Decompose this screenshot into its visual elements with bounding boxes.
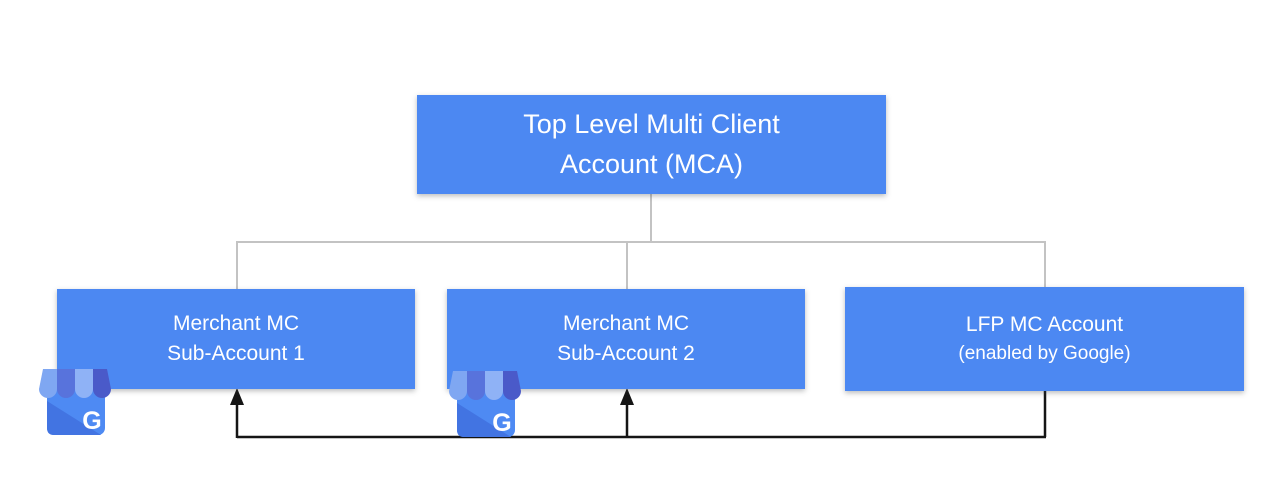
tree-connectors — [236, 194, 1046, 289]
node-label-line: Account (MCA) — [559, 148, 744, 179]
arrowhead-to-sub1 — [230, 388, 244, 405]
google-business-icon: G — [449, 371, 521, 437]
flow-arrows — [230, 388, 1047, 439]
google-g-letter: G — [82, 407, 101, 435]
google-business-icon: G — [39, 369, 111, 435]
node-label-line: (enabled by Google) — [958, 343, 1131, 365]
google-g-letter: G — [492, 409, 511, 437]
node-merchant-sub-account-1: Merchant MC Sub-Account 1 — [57, 289, 415, 389]
node-label-line: Sub-Account 1 — [167, 342, 305, 365]
arrowhead-to-sub2 — [620, 388, 634, 405]
node-label-line: Top Level Multi Client — [523, 109, 780, 140]
node-top-level-mca: Top Level Multi Client Account (MCA) — [417, 95, 886, 194]
node-label-line: Sub-Account 2 — [557, 342, 695, 365]
node-label-line: Merchant MC — [172, 311, 300, 335]
node-label-line: Merchant MC — [562, 311, 690, 335]
node-lfp-mc-account: LFP MC Account (enabled by Google) — [845, 287, 1244, 391]
node-merchant-sub-account-2: Merchant MC Sub-Account 2 — [447, 289, 805, 389]
node-label-line: LFP MC Account — [965, 313, 1124, 336]
